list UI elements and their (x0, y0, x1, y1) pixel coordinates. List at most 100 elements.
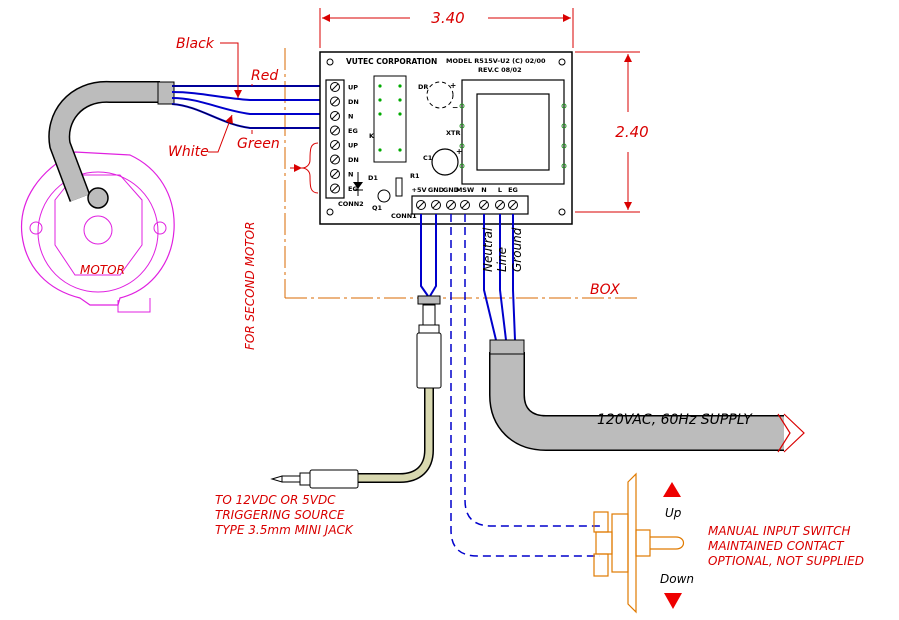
down-label: Down (660, 572, 694, 586)
conn1-screw-5 (495, 200, 505, 210)
switch-note-line-1: MANUAL INPUT SWITCH (708, 524, 850, 538)
conn2-block (325, 79, 345, 199)
conn2-screw-6 (330, 169, 340, 179)
conn1-screw-3 (460, 200, 470, 210)
transformer-xtr (461, 79, 565, 185)
motor-label: MOTOR (80, 263, 125, 277)
relay-k-label: K (369, 132, 375, 140)
conn1-screw-4 (479, 200, 489, 210)
conn2-screw-1 (330, 96, 340, 107)
conn1-screw-6-slot (509, 201, 517, 209)
conn1-terminal-label-1: GND (428, 186, 445, 194)
ac-supply-wires (483, 214, 516, 341)
dr-capacitor (426, 81, 454, 109)
box-label: BOX (590, 282, 620, 298)
conn2-screw-5 (330, 154, 340, 165)
wire-label-line: Line (495, 247, 509, 272)
conn2-terminal-label-3: EG (348, 127, 358, 135)
c1-plus: + (456, 147, 462, 156)
conn2-screw-0 (330, 82, 340, 92)
relay-pins (378, 84, 402, 152)
trigger-line-3: TYPE 3.5mm MINI JACK (215, 523, 354, 537)
dimension-height: 2.40 (575, 51, 649, 213)
wire-label-neutral: Neutral (481, 227, 495, 272)
conn1-block (411, 195, 529, 215)
xtr-pins (459, 103, 567, 169)
height-dimension-label: 2.40 (615, 123, 648, 141)
ac-supply-cable: 120VAC, 60Hz SUPPLY (489, 339, 805, 453)
conn2-screw-7-slot (331, 185, 339, 192)
wire-label-ground: Ground (510, 227, 524, 272)
wire-label-red: Red (251, 68, 278, 84)
control-board: VUTEC CORPORATION MODEL R515V-U2 (C) 02/… (319, 51, 573, 225)
d1-label: D1 (368, 174, 378, 182)
cable-grommet (417, 295, 441, 305)
conn1-terminal-label-2: GND (443, 186, 460, 194)
conn2-terminal-label-4: UP (348, 142, 358, 150)
wire-label-white: White (168, 144, 209, 160)
dr-label: DR (418, 83, 428, 91)
conn2-screw-3-slot (331, 127, 339, 134)
conn2-screw-4 (330, 140, 340, 150)
motor-icon: MOTOR (20, 151, 175, 313)
conn1-screw-4-slot (480, 201, 488, 209)
wire-label-black: Black (176, 36, 215, 52)
switch-note-line-3: OPTIONAL, NOT SUPPLIED (708, 554, 864, 568)
board-model: MODEL R515V-U2 (C) 02/00 (446, 57, 546, 65)
q1-transistor (377, 189, 391, 203)
r1-resistor (395, 177, 403, 197)
second-motor-bracket: FOR SECOND MOTOR (243, 142, 319, 350)
conn2-terminal-label-2: N (348, 113, 353, 121)
conn1-screw-0 (416, 200, 426, 210)
wire-label-green: Green (237, 136, 280, 152)
conn1-terminal-label-3: MSW (456, 186, 474, 194)
conn1-terminal-label-6: EG (508, 186, 518, 194)
dr-minus: − (452, 103, 458, 112)
dr-plus: + (450, 81, 456, 90)
conn2-screw-3 (330, 125, 340, 136)
motor-wires (171, 85, 330, 129)
c1-label: C1 (423, 154, 433, 162)
conn1-screw-3-slot (461, 201, 469, 209)
board-rev: REV.C 08/02 (478, 66, 522, 74)
trigger-line-2: TRIGGERING SOURCE (215, 508, 345, 522)
mini-jack-cable (270, 304, 442, 489)
conn2-terminal-label-7: EG (348, 185, 358, 193)
up-label: Up (665, 506, 682, 520)
second-motor-label: FOR SECOND MOTOR (243, 222, 257, 350)
conn2-screw-6-slot (331, 170, 339, 178)
enclosure-box-outline: BOX (284, 48, 640, 299)
width-dimension-label: 3.40 (431, 9, 464, 27)
conn2-terminal-label-6: N (348, 171, 353, 179)
conn1-screw-0-slot (417, 201, 425, 209)
conn2-screw-7 (330, 183, 340, 194)
d1-diode (353, 172, 363, 196)
conn2-label: CONN2 (338, 200, 364, 208)
switch-wires (450, 214, 600, 557)
conn2-terminal-label-5: DN (348, 156, 359, 164)
conn1-terminal-label-0: +5V (412, 186, 427, 194)
xtr-label: XTR (446, 129, 460, 137)
conn2-screw-0-slot (331, 83, 339, 91)
switch-note-line-2: MAINTAINED CONTACT (708, 539, 845, 553)
conn1-terminal-label-5: L (498, 186, 502, 194)
conn2-screw-2-slot (331, 112, 339, 120)
conn2-screw-5-slot (331, 156, 339, 163)
conn1-screw-6 (508, 200, 518, 210)
conn1-screw-1-slot (432, 201, 440, 209)
jack-wires (420, 214, 437, 297)
board-company: VUTEC CORPORATION (346, 57, 437, 66)
down-arrow-icon (664, 593, 682, 609)
conn2-screw-1-slot (331, 98, 339, 105)
c1-capacitor (431, 148, 459, 176)
motor-cable (48, 80, 175, 209)
conn1-screw-2-slot (447, 201, 455, 209)
conn2-screw-2 (330, 111, 340, 121)
toggle-switch-icon (593, 472, 685, 614)
trigger-line-1: TO 12VDC OR 5VDC (215, 493, 336, 507)
conn1-screw-1 (431, 200, 441, 210)
relay-k (373, 75, 407, 163)
